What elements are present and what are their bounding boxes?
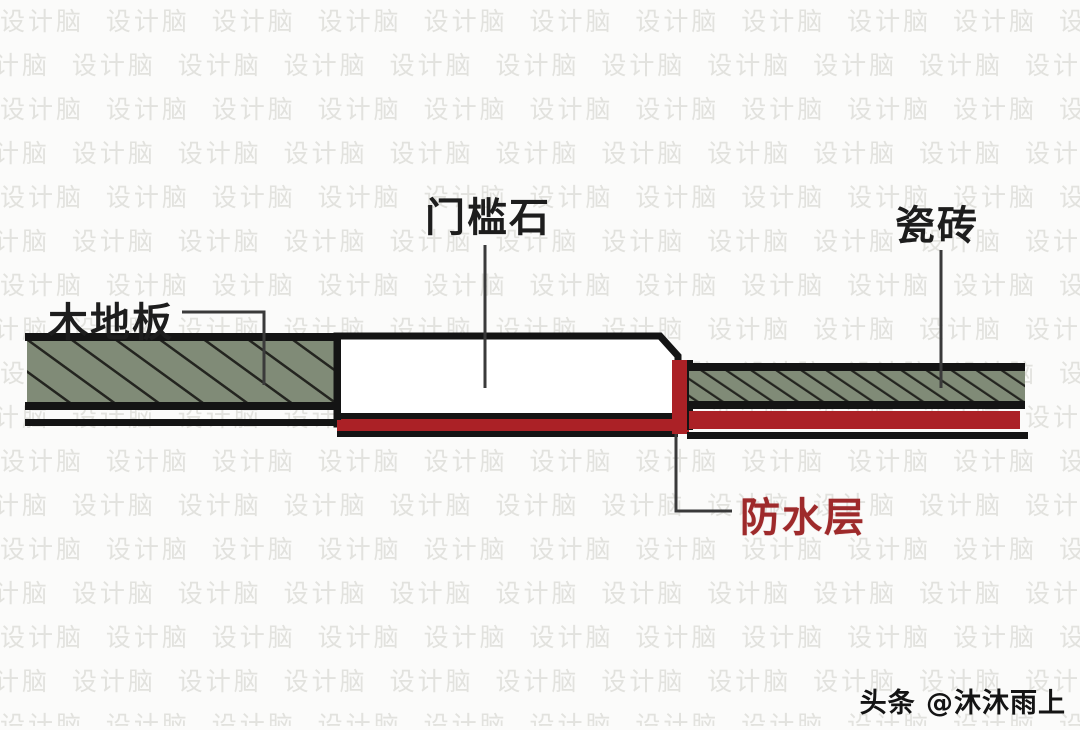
tile-hatch	[689, 369, 1025, 403]
watermark-row: 设计脑 设计脑 设计脑 设计脑 设计脑 设计脑 设计脑 设计脑 设计脑 设计脑 …	[0, 447, 1080, 476]
wood-floor-bottom-edge	[25, 402, 337, 410]
threshold-stone-body	[333, 332, 682, 428]
wood-floor-substrate-line	[25, 419, 337, 426]
watermark-row: 设计脑 设计脑 设计脑 设计脑 设计脑 设计脑 设计脑 设计脑 设计脑 设计脑 …	[0, 51, 1080, 80]
threshold-stone-group	[333, 332, 682, 437]
leader-wood-floor	[182, 310, 266, 385]
watermark-row: 设计脑 设计脑 设计脑 设计脑 设计脑 设计脑 设计脑 设计脑 设计脑 设计脑 …	[0, 711, 1080, 726]
leader-waterproof	[674, 434, 732, 513]
waterproof-under-tile	[689, 411, 1020, 429]
tile-substrate-line	[687, 432, 1028, 439]
watermark-row: 设计脑 设计脑 设计脑 设计脑 设计脑 设计脑 设计脑 设计脑 设计脑 设计脑 …	[0, 535, 1080, 564]
watermark-row: 设计脑 设计脑 设计脑 设计脑 设计脑 设计脑 设计脑 设计脑 设计脑 设计脑 …	[0, 579, 1080, 608]
wood-floor-group	[25, 333, 337, 426]
watermark-row: 设计脑 设计脑 设计脑 设计脑 设计脑 设计脑 设计脑 设计脑 设计脑 设计脑 …	[0, 95, 1080, 124]
threshold-stone-bottom-edge	[337, 413, 678, 419]
waterproof-under-threshold	[337, 417, 678, 434]
watermark-row: 设计脑 设计脑 设计脑 设计脑 设计脑 设计脑 设计脑 设计脑 设计脑 设计脑 …	[0, 271, 1080, 300]
waterproof-under-threshold-outline-bottom	[337, 431, 678, 437]
tile-group	[687, 363, 1028, 439]
tile-bottom-edge	[687, 401, 1025, 409]
label-waterproof-layer: 防水层	[740, 495, 866, 541]
label-wood-floor: 木地板	[48, 300, 174, 346]
watermark-row: 设计脑 设计脑 设计脑 设计脑 设计脑 设计脑 设计脑 设计脑 设计脑 设计脑 …	[0, 623, 1080, 652]
wood-floor-hatch	[27, 340, 337, 404]
watermark-row: 设计脑 设计脑 设计脑 设计脑 设计脑 设计脑 设计脑 设计脑 设计脑 设计脑 …	[0, 667, 1080, 696]
watermark-row: 设计脑 设计脑 设计脑 设计脑 设计脑 设计脑 设计脑 设计脑 设计脑 设计脑 …	[0, 139, 1080, 168]
leader-lines-group	[182, 245, 943, 513]
wood-floor-top-edge	[25, 333, 337, 341]
watermark-row: 设计脑 设计脑 设计脑 设计脑 设计脑 设计脑 设计脑 设计脑 设计脑 设计脑 …	[0, 491, 1080, 520]
watermark-row: 设计脑 设计脑 设计脑 设计脑 设计脑 设计脑 设计脑 设计脑 设计脑 设计脑 …	[0, 7, 1080, 36]
threshold-stone-left-edge	[334, 336, 341, 420]
watermark-row: 设计脑 设计脑 设计脑 设计脑 设计脑 设计脑 设计脑 设计脑 设计脑 设计脑 …	[0, 183, 1080, 212]
watermark-row: 设计脑 设计脑 设计脑 设计脑 设计脑 设计脑 设计脑 设计脑 设计脑 设计脑 …	[0, 227, 1080, 256]
author-credit: 头条 @沐沐雨上	[859, 688, 1066, 719]
label-tile: 瓷砖	[895, 203, 979, 249]
waterproof-vertical-upturn	[672, 360, 689, 434]
label-threshold-stone: 门槛石	[425, 195, 551, 241]
tile-top-edge	[687, 363, 1025, 371]
